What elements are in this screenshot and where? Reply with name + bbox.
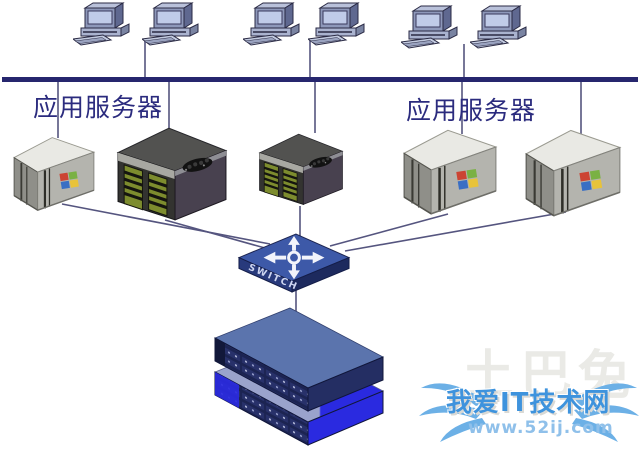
watermark-site-url: www.52ij.com [468,418,614,438]
rack-app-server-icon [258,131,344,206]
connector-line [344,211,567,252]
app-server-label-right: 应用服务器 [406,96,537,125]
storage-array-icon [214,307,384,446]
windows-app-server-icon [402,126,498,216]
client-pc-icon [243,2,303,46]
rack-app-server-icon [116,124,228,222]
connector-line [164,219,273,251]
wings-icon [419,383,639,442]
app-server-label-left: 应用服务器 [33,93,164,122]
windows-app-server-icon [12,134,96,212]
client-pc-icon [470,5,530,49]
connector-line [329,213,449,247]
client-pc-icon [308,2,368,46]
windows-app-server-icon [524,126,622,218]
connector-line-group [57,40,582,312]
site-watermark: 土巴兔 我爱IT技术网 www.52ij.com [418,348,640,450]
client-pc-icon [73,2,133,46]
network-switch-icon [237,233,351,294]
client-pc-icon [142,2,202,46]
client-pc-icon [401,5,461,49]
storage-shelf-top [214,307,384,412]
watermark-site-name: 我爱IT技术网 [446,388,611,418]
connector-line [61,203,271,245]
